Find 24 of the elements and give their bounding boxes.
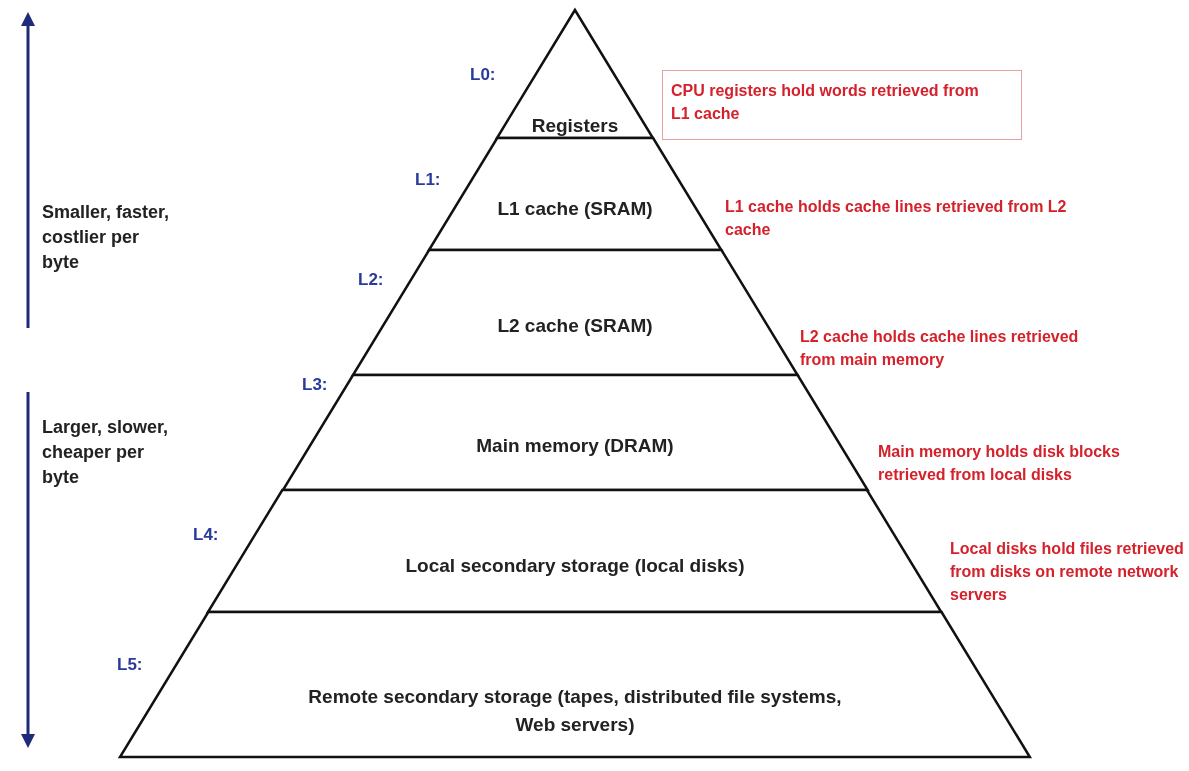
level-label: L1: bbox=[415, 170, 441, 190]
level-label: L0: bbox=[470, 65, 496, 85]
side-text: Smaller, faster, costlier per byte bbox=[42, 201, 171, 275]
note-text: CPU registers hold words retrieved from L1 cache bbox=[671, 81, 980, 125]
note-text: Main memory holds disk blocks retrieved from local disks bbox=[878, 442, 1121, 486]
level-label: L2: bbox=[358, 270, 384, 290]
pyramid-level bbox=[352, 250, 798, 375]
level-label: L4: bbox=[193, 525, 219, 545]
level-label: L3: bbox=[302, 375, 328, 395]
note-box bbox=[662, 70, 1022, 140]
side-text: Larger, slower, cheaper per byte bbox=[42, 416, 170, 490]
level-name: L1 cache (SRAM) bbox=[496, 197, 654, 221]
level-name: Main memory (DRAM) bbox=[475, 434, 675, 458]
pyramid-level bbox=[497, 10, 653, 138]
pyramid-level bbox=[120, 612, 1030, 757]
note-text: L1 cache holds cache lines retrieved from L2 cache bbox=[725, 197, 1068, 241]
note-text: L2 cache holds cache lines retrieved from main memory bbox=[800, 327, 1080, 371]
pyramid-level bbox=[282, 375, 868, 490]
level-name: L2 cache (SRAM) bbox=[496, 314, 654, 338]
level-name: Registers bbox=[530, 114, 620, 138]
level-name: Remote secondary storage (tapes, distributed file systems, Web servers) bbox=[307, 685, 843, 737]
note-text: Local disks hold files retrieved from disks on remote network servers bbox=[950, 539, 1185, 606]
level-name: Local secondary storage (local disks) bbox=[404, 554, 746, 578]
level-label: L5: bbox=[117, 655, 143, 675]
